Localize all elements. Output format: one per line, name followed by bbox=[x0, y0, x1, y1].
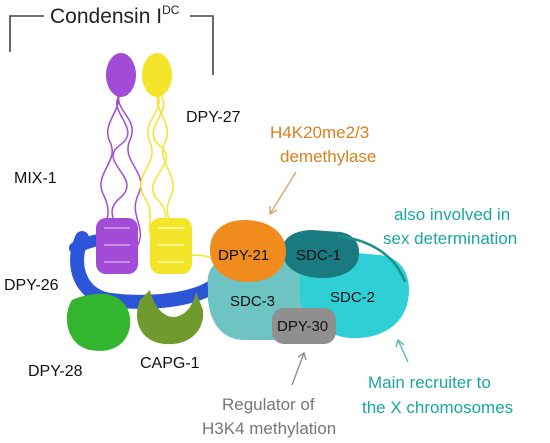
label-capg1: CAPG-1 bbox=[140, 355, 200, 372]
capg1-subunit bbox=[137, 290, 204, 345]
annotation-demethylase-line2: demethylase bbox=[280, 147, 376, 166]
annotation-regulator-line1: Regulator of bbox=[222, 395, 315, 414]
annotation-sexdet-line1: also involved in bbox=[394, 205, 510, 224]
mix1-hinge bbox=[106, 53, 136, 97]
label-dpy21: DPY-21 bbox=[218, 247, 269, 264]
annotation-recruiter-line1: Main recruiter to bbox=[368, 373, 491, 392]
label-sdc1: SDC-1 bbox=[296, 247, 341, 264]
annotation-sexdet-line2: sex determination bbox=[383, 229, 517, 248]
label-sdc2: SDC-2 bbox=[330, 289, 375, 306]
sdc1-subunit bbox=[282, 230, 360, 278]
dpy21-subunit bbox=[210, 220, 287, 282]
dpy30-subunit bbox=[272, 308, 336, 344]
regulator-arrow bbox=[291, 351, 307, 386]
dpy27-head-detail bbox=[158, 227, 184, 263]
label-dpy26: DPY-26 bbox=[4, 277, 59, 294]
annotation-regulator-line2: H3K4 methylation bbox=[202, 419, 336, 438]
mix1-head-detail bbox=[104, 227, 130, 263]
annotation-recruiter-line2: the X chromosomes bbox=[362, 398, 513, 417]
label-dpy27: DPY-27 bbox=[186, 109, 241, 126]
label-sdc3: SDC-3 bbox=[230, 293, 275, 310]
condensin-bracket bbox=[9, 15, 214, 75]
demethylase-arrow bbox=[269, 171, 297, 216]
diagram-title: Condensin IDC bbox=[50, 3, 180, 28]
dpy27-hinge bbox=[142, 53, 172, 97]
label-dpy28: DPY-28 bbox=[28, 363, 83, 380]
sex-determination-arc bbox=[337, 234, 407, 283]
label-dpy30: DPY-30 bbox=[277, 318, 328, 335]
recruiter-arrow bbox=[395, 338, 409, 363]
annotation-demethylase-line1: H4K20me2/3 bbox=[270, 123, 369, 142]
label-mix1: MIX-1 bbox=[14, 170, 57, 187]
dpy28-subunit bbox=[66, 293, 131, 351]
